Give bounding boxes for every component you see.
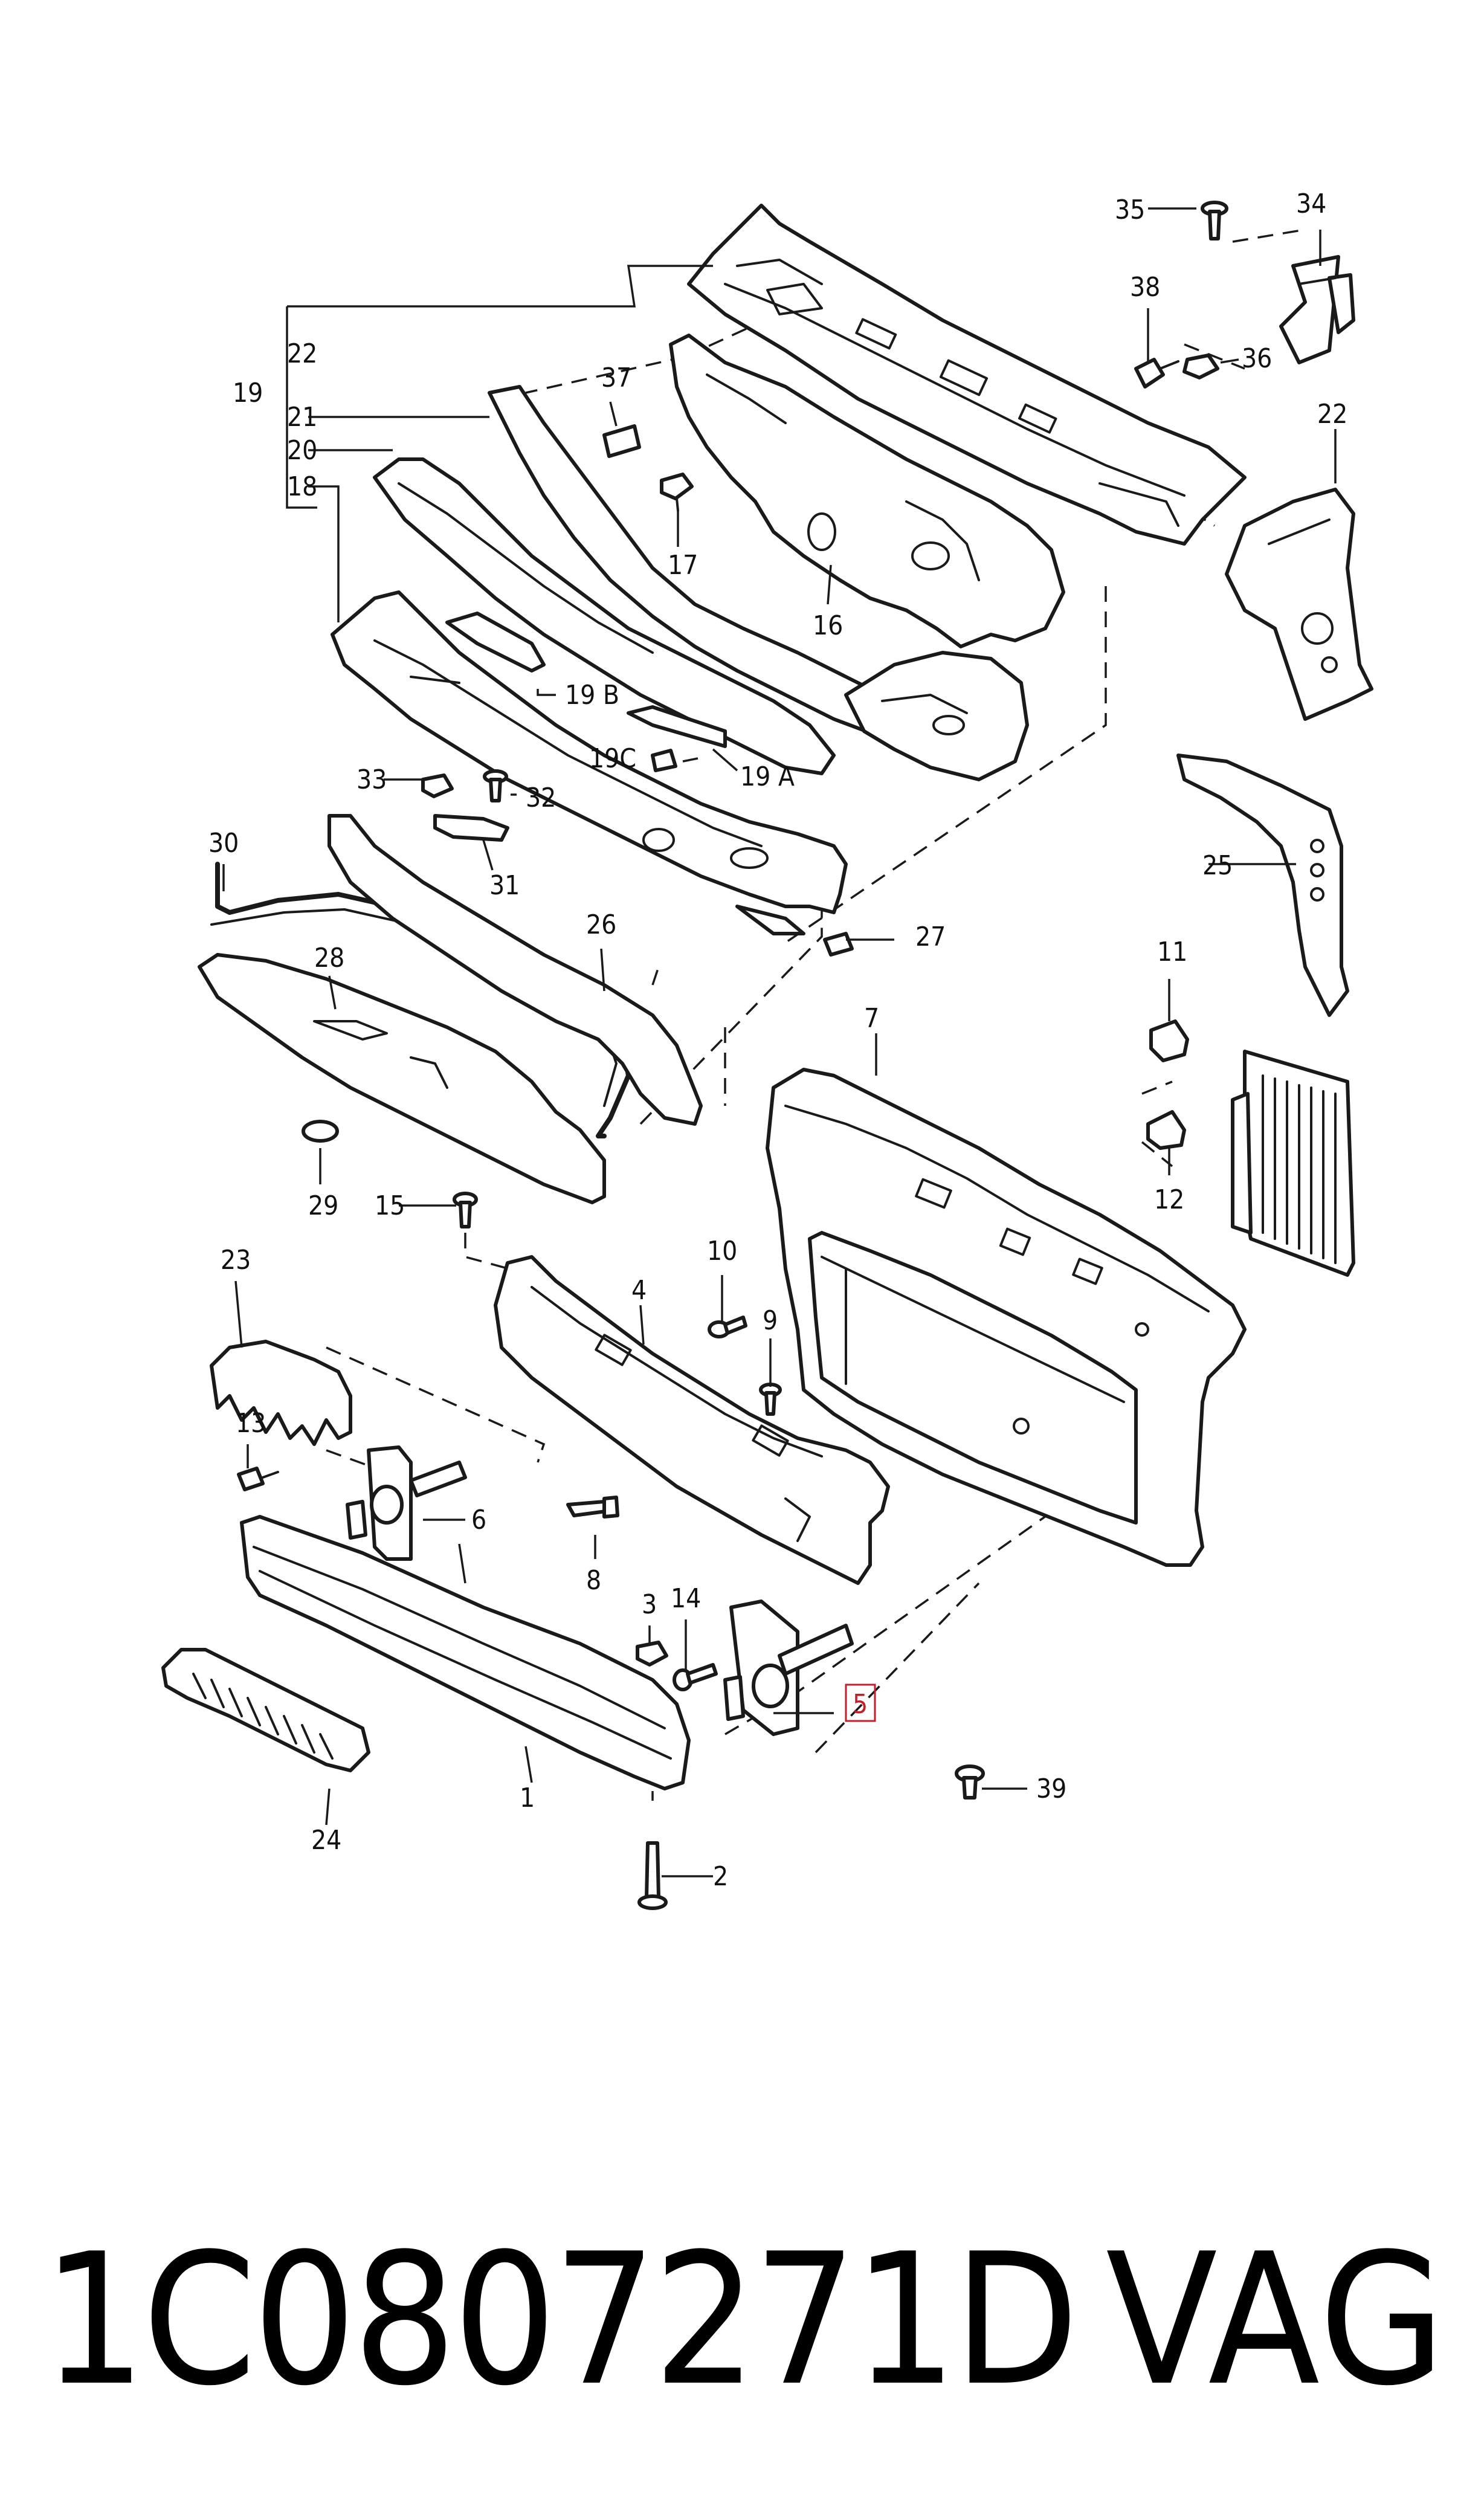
label-10: 10 bbox=[707, 1236, 737, 1267]
part-9-screw bbox=[759, 1383, 782, 1416]
label-32: 32 bbox=[526, 783, 556, 813]
label-22-right: 22 bbox=[1317, 399, 1347, 430]
part-19c-clip bbox=[651, 749, 677, 772]
leader-lines bbox=[222, 207, 1337, 1877]
label-27: 27 bbox=[915, 922, 946, 952]
label-19c: 19C bbox=[589, 743, 636, 774]
label-33: 33 bbox=[356, 764, 387, 795]
label-4: 4 bbox=[631, 1275, 647, 1306]
part-36-nut bbox=[1182, 353, 1219, 379]
label-29: 29 bbox=[308, 1190, 338, 1221]
label-8: 8 bbox=[586, 1565, 601, 1596]
label-34: 34 bbox=[1296, 189, 1326, 219]
label-5: 5 bbox=[853, 1689, 868, 1720]
label-19: 19 bbox=[233, 378, 263, 408]
part-18-plenum-main bbox=[331, 590, 848, 935]
label-1: 1 bbox=[520, 1783, 535, 1813]
part-15-screw bbox=[453, 1192, 478, 1228]
radiator-grille bbox=[1231, 1050, 1355, 1277]
label-18: 18 bbox=[287, 471, 317, 502]
label-26: 26 bbox=[586, 909, 616, 940]
label-12: 12 bbox=[1154, 1184, 1184, 1215]
part-34-bracket bbox=[1279, 255, 1355, 364]
part-8-clip bbox=[566, 1496, 619, 1519]
part-7-lock-carrier bbox=[766, 1068, 1247, 1567]
part-5-bracket bbox=[723, 1600, 854, 1736]
part-1-bumper-beam bbox=[240, 1515, 691, 1790]
part-38-screw bbox=[1134, 358, 1179, 389]
part-16-shield bbox=[844, 651, 1029, 781]
part-33-nut bbox=[421, 773, 454, 798]
part-19b-strip bbox=[445, 612, 546, 673]
label-16: 16 bbox=[813, 610, 843, 641]
label-21: 21 bbox=[287, 402, 317, 433]
label-6: 6 bbox=[471, 1505, 486, 1535]
label-20: 20 bbox=[287, 435, 317, 466]
part-35-screw bbox=[1201, 201, 1228, 241]
part-27-clip bbox=[823, 932, 854, 957]
label-30: 30 bbox=[208, 828, 239, 859]
part-4-bracket bbox=[494, 1255, 890, 1585]
part-10-screw bbox=[708, 1315, 747, 1338]
part-29-plug bbox=[302, 1120, 339, 1143]
label-2: 2 bbox=[713, 1861, 728, 1892]
part-25-seal bbox=[1176, 754, 1349, 1017]
label-28: 28 bbox=[314, 943, 344, 973]
label-38: 38 bbox=[1130, 272, 1160, 303]
part-20-plenum bbox=[373, 457, 836, 775]
part-labels: 19 22 21 20 18 35 34 38 36 22 37 17 16 1… bbox=[208, 189, 1347, 1892]
part-31-bracket bbox=[433, 814, 509, 842]
brand-text: VAG bbox=[1106, 2215, 1448, 2426]
part-23-absorber bbox=[210, 1340, 352, 1446]
label-31: 31 bbox=[489, 870, 520, 901]
label-36: 36 bbox=[1242, 343, 1272, 374]
label-17: 17 bbox=[668, 550, 698, 581]
part-number-text: 1C0807271D bbox=[42, 2215, 1079, 2426]
label-19a: 19 A bbox=[740, 761, 795, 792]
label-11: 11 bbox=[1157, 937, 1187, 967]
part-3-nut bbox=[636, 1641, 668, 1667]
label-3: 3 bbox=[642, 1589, 657, 1620]
part-11-buffer bbox=[1149, 1019, 1189, 1062]
part-14-screw bbox=[673, 1663, 718, 1691]
label-25: 25 bbox=[1202, 850, 1233, 881]
part-16-insulation bbox=[669, 334, 1065, 648]
part-24-absorber bbox=[161, 1648, 370, 1772]
label-14: 14 bbox=[671, 1583, 701, 1614]
label-39: 39 bbox=[1036, 1774, 1066, 1804]
label-19b: 19 B bbox=[565, 680, 619, 711]
part-13-screw bbox=[237, 1467, 279, 1491]
part-12-buffer bbox=[1146, 1110, 1186, 1150]
label-24: 24 bbox=[311, 1825, 341, 1856]
part-17-clip bbox=[660, 473, 694, 512]
part-2-bolt bbox=[637, 1841, 668, 1910]
label-7: 7 bbox=[864, 1003, 879, 1034]
label-23: 23 bbox=[221, 1245, 251, 1276]
highlight-box-5 bbox=[845, 1684, 876, 1722]
label-35: 35 bbox=[1115, 195, 1145, 225]
label-22-left: 22 bbox=[287, 338, 317, 369]
part-26-seal bbox=[327, 814, 703, 1126]
part-22-plenum-panel bbox=[687, 204, 1247, 546]
part-32-screw bbox=[483, 769, 508, 802]
part-39-bolt bbox=[955, 1764, 985, 1800]
part-22-side-bracket bbox=[1225, 488, 1373, 721]
label-15: 15 bbox=[375, 1190, 405, 1221]
label-37: 37 bbox=[601, 363, 631, 393]
part-19a-strip bbox=[627, 705, 727, 748]
part-28-carrier bbox=[198, 953, 606, 1204]
part-37-clip bbox=[602, 424, 641, 458]
label-13: 13 bbox=[236, 1408, 266, 1439]
label-9: 9 bbox=[763, 1305, 778, 1336]
part-6-bracket bbox=[346, 1445, 467, 1561]
